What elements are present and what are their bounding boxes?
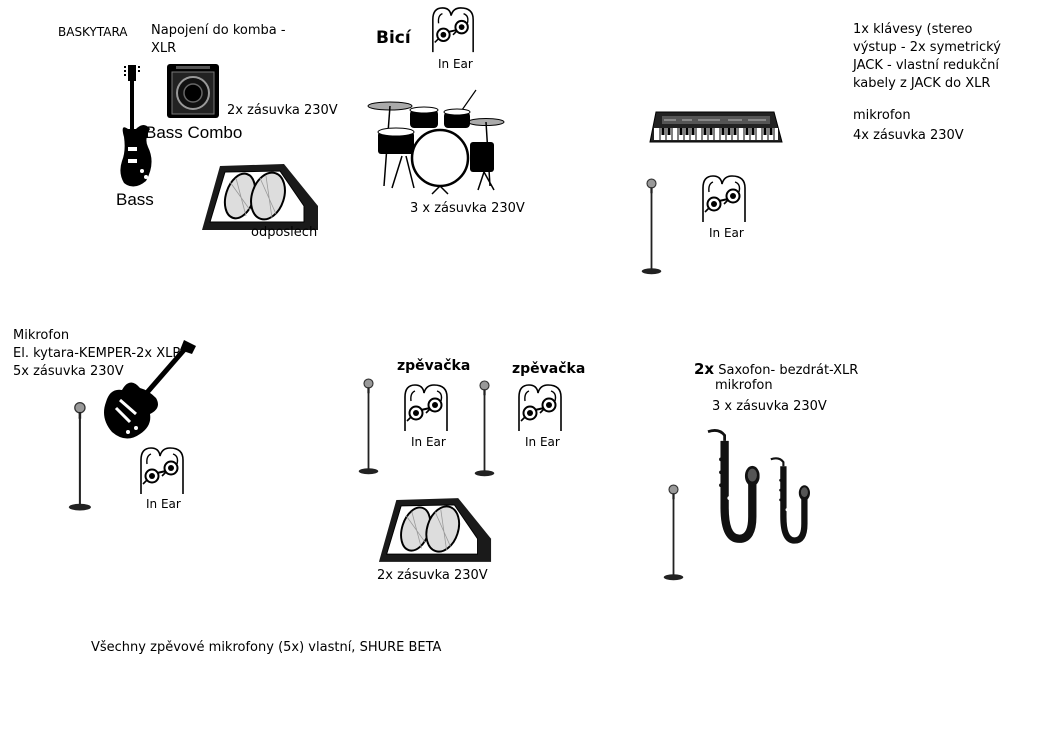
floor-monitor-icon — [377, 496, 493, 564]
drum-kit-icon — [366, 76, 506, 196]
saxophone-icon — [768, 448, 810, 556]
bass-amp-icon — [166, 63, 220, 119]
footer-note: Všechny zpěvové mikrofony (5x) vlastní, … — [91, 640, 442, 655]
microphone-stand-icon — [641, 162, 671, 292]
microphone-stand-icon — [358, 362, 388, 492]
microphone-stand-icon — [474, 364, 504, 494]
keys-in-ear-label: In Ear — [709, 226, 744, 240]
bass-combo-label: Bass Combo — [145, 123, 243, 142]
saxophone-icon — [700, 428, 764, 548]
in-ear-monitor-icon — [515, 383, 565, 433]
guitar-connection: El. kytara-KEMPER-2x XLR — [13, 346, 182, 361]
microphone-stand-icon — [68, 392, 102, 522]
drums-in-ear-label: In Ear — [438, 57, 473, 71]
microphone-stand-icon — [663, 468, 693, 598]
bass-connection: Napojení do komba - XLR — [151, 23, 286, 56]
drums-sockets: 3 x zásuvka 230V — [410, 201, 525, 216]
singer-2-label: zpěvačka — [512, 361, 586, 377]
bass-guitar-label: Bass — [116, 190, 154, 209]
guitar-mic-label: Mikrofon — [13, 328, 70, 343]
sax-mic-label: mikrofon — [715, 378, 773, 393]
guitar-in-ear-label: In Ear — [146, 497, 181, 511]
singer-1-label: zpěvačka — [397, 358, 471, 374]
bass-guitar-icon — [116, 63, 158, 191]
in-ear-monitor-icon — [137, 446, 187, 496]
in-ear-monitor-icon — [429, 5, 477, 55]
electric-guitar-icon — [100, 338, 200, 444]
keys-mic-label: mikrofon — [853, 108, 911, 123]
singer-2-in-ear-label: In Ear — [525, 435, 560, 449]
vocals-sockets: 2x zásuvka 230V — [377, 568, 488, 583]
keys-sockets: 4x zásuvka 230V — [853, 128, 964, 143]
sax-header: 2x Saxofon- bezdrát-XLR — [694, 360, 858, 380]
bass-title: BASKYTARA — [58, 25, 128, 39]
sax-sockets: 3 x zásuvka 230V — [712, 399, 827, 414]
bass-monitor-label: odposlech — [251, 225, 318, 240]
guitar-sockets: 5x zásuvka 230V — [13, 364, 124, 379]
floor-monitor-icon — [200, 162, 320, 232]
bass-sockets: 2x zásuvka 230V — [227, 103, 338, 118]
in-ear-monitor-icon — [699, 174, 749, 224]
singer-1-in-ear-label: In Ear — [411, 435, 446, 449]
keys-description: 1x klávesy (stereo výstup - 2x symetrick… — [853, 22, 1001, 91]
sax-count: 2x — [694, 360, 715, 378]
keyboard-icon — [648, 108, 784, 146]
in-ear-monitor-icon — [401, 383, 451, 433]
drums-title: Bicí — [376, 28, 411, 48]
sax-description: Saxofon- bezdrát-XLR — [718, 363, 859, 378]
